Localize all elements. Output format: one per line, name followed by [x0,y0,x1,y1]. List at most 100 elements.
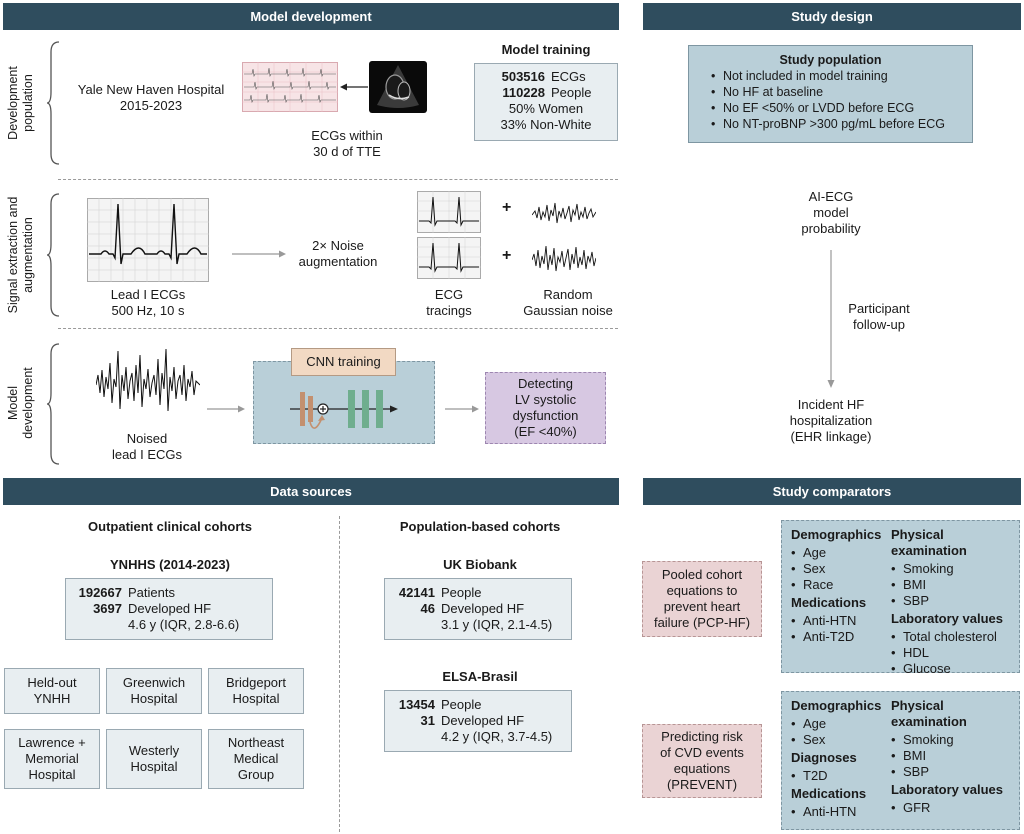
ecg-sheet-icon [242,62,338,112]
prevent-line: Predicting risk [661,729,743,744]
list-item: SBP [891,593,1019,609]
cnn-architecture-icon [290,390,398,429]
list-item: Smoking [891,561,1019,577]
list-item: T2D [791,768,891,784]
ynhhs-title: YNHHS (2014-2023) [110,557,230,572]
site-line: Group [237,767,275,782]
training-people-count: 110228 [502,85,545,100]
list-item: Not included in model training [711,68,972,84]
site-lawrence-memorial: Lawrence + Memorial Hospital [4,729,100,789]
noise-aug-line: augmentation [298,254,378,269]
prevent-line: of CVD events [660,745,744,760]
prevent-demographics-title: Demographics [791,698,882,713]
prevent-right-column: Physical examination Smoking BMI SBP Lab… [891,698,1019,816]
ai-ecg-probability-label: AI-ECG model probability [776,189,886,237]
site-line: Hospital [28,767,76,782]
population-cohorts-title: Population-based cohorts [399,519,561,534]
brace-icon [46,193,60,317]
prevent-lab-title: Laboratory values [891,782,1003,797]
side-label-development-population: Development population [6,38,36,168]
brace-icon [46,41,60,165]
site-northeast-medical: Northeast Medical Group [208,729,304,789]
detecting-lv-box: Detecting LV systolic dysfunction (EF <4… [485,372,606,444]
hospital-name: Yale New Haven Hospital [77,82,225,97]
list-item: Glucose [891,661,1019,677]
ukb-hf-label: Developed HF [441,601,525,616]
ynhhs-box: 192667 Patients 3697 Developed HF 4.6 y … [65,578,273,640]
ecg-tracing-icon [417,191,481,233]
arrow-left-icon [340,83,368,91]
list-item: Age [791,545,891,561]
header-study-comparators: Study comparators [643,478,1021,505]
prevent-medications-title: Medications [791,786,867,801]
pcp-demographics-title: Demographics [791,527,882,542]
study-population-box: Study population Not included in model t… [688,45,973,143]
ecg-tracings-line: ECG [434,287,464,302]
pcp-line: failure (PCP-HF) [653,615,751,630]
arrow-right-icon [207,405,245,413]
incident-line: Incident HF [797,397,865,412]
lead-caption-line: 500 Hz, 10 s [111,303,185,318]
pcp-medications-title: Medications [791,595,867,610]
followup-line: Participant [848,301,910,316]
site-line: Northeast [227,735,285,750]
model-training-title: Model training [501,42,591,57]
list-item: No EF <50% or LVDD before ECG [711,100,972,116]
site-line: Medical [233,751,279,766]
list-item: Age [791,716,891,732]
detecting-line: (EF <40%) [514,424,577,439]
prevent-box: Predicting risk of CVD events equations … [642,724,762,798]
pcp-variables-box: Demographics Age Sex Race Medications An… [781,520,1020,677]
ecgs-within-label: ECGs within 30 d of TTE [292,128,402,160]
elsa-people-count: 13454 [398,697,435,712]
list-item: SBP [891,764,1019,780]
list-item: HDL [891,645,1019,661]
side-label-line: Signal extraction and [6,196,20,314]
site-line: Lawrence + [18,735,86,750]
site-line: Memorial [25,751,79,766]
ukb-followup: 3.1 y (IQR, 2.1-4.5) [441,617,553,632]
ynhhs-hf-label: Developed HF [128,601,212,616]
side-label-line: population [21,74,35,132]
list-item: Anti-HTN [791,804,891,820]
prevent-line: equations [673,761,731,776]
lead-i-caption: Lead I ECGs 500 Hz, 10 s [92,287,204,319]
ecg-tracing-icon [417,237,481,279]
model-training-box: 503516 ECGs 110228 People 50% Women 33% … [474,63,618,141]
prevent-physical-title: Physical examination [891,698,967,729]
noise-aug-line: 2× Noise [312,238,364,253]
elsa-people-label: People [441,697,482,712]
hospital-years: 2015-2023 [119,98,183,113]
side-label-line: augmentation [21,217,35,293]
list-item: Race [791,577,891,593]
column-divider [339,516,340,832]
site-line: Greenwich [122,675,186,690]
list-item: Smoking [891,732,1019,748]
arrow-right-icon [232,250,286,258]
noised-ecg-icon [96,348,200,412]
side-label-line: development [21,367,35,439]
gaussian-noise-icon [532,202,596,224]
cnn-training-label: CNN training [291,348,396,376]
outpatient-title: Outpatient clinical cohorts [88,519,252,534]
site-line: Bridgeport [226,675,286,690]
noised-caption-line: Noised [126,431,168,446]
site-westerly: Westerly Hospital [106,729,202,789]
prevent-line: (PREVENT) [666,777,738,792]
ukb-people-label: People [441,585,482,600]
ukb-people-count: 42141 [398,585,435,600]
site-greenwich: Greenwich Hospital [106,668,202,714]
list-item: No HF at baseline [711,84,972,100]
noised-caption-line: lead I ECGs [111,447,183,462]
list-item: Sex [791,561,891,577]
header-model-development: Model development [3,3,619,30]
training-nonwhite: 33% Non-White [500,117,592,132]
site-line: Hospital [130,759,178,774]
study-population-list: Not included in model training No HF at … [711,68,972,132]
pcp-right-column: Physical examination Smoking BMI SBP Lab… [891,527,1019,677]
plus-sign: + [502,199,512,216]
elsa-brasil-title: ELSA-Brasil [442,669,518,684]
list-item: GFR [891,800,1019,816]
noise-augmentation-label: 2× Noise augmentation [288,238,388,270]
detecting-line: dysfunction [512,408,579,423]
